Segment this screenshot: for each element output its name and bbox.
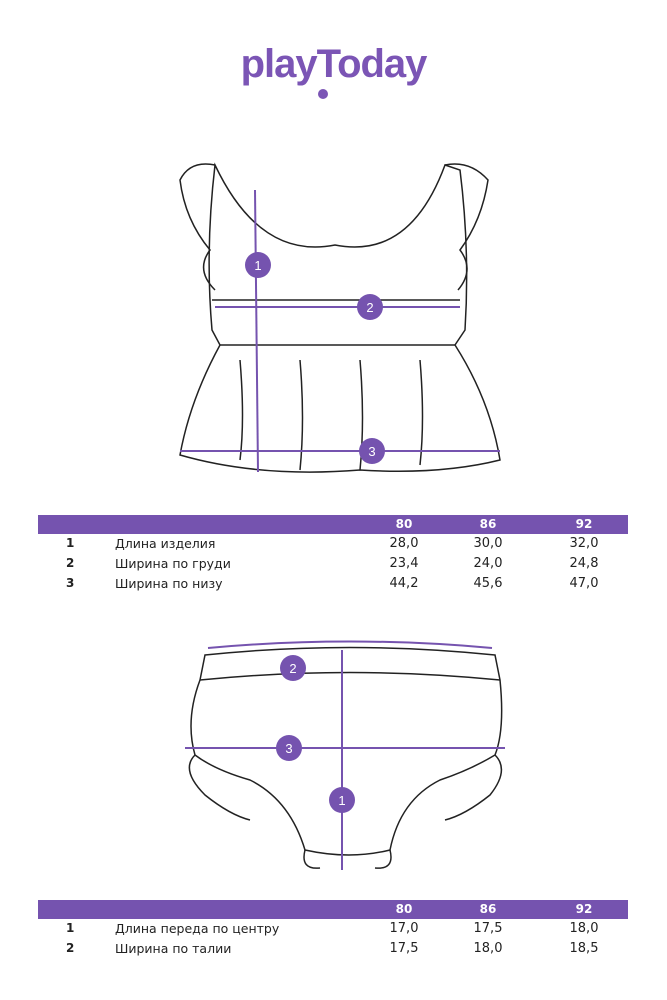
table-row: 2 Ширина по груди 23,4 24,0 24,8: [38, 554, 628, 574]
cell-value: 24,8: [569, 556, 599, 571]
cell-value: 17,5: [473, 921, 503, 936]
svg-text:3: 3: [368, 444, 375, 459]
cell-value: 18,0: [473, 941, 503, 956]
row-label: Ширина по низу: [115, 576, 223, 591]
size-header: 92: [575, 902, 593, 916]
cell-value: 32,0: [569, 536, 599, 551]
cell-value: 24,0: [473, 556, 503, 571]
svg-text:2: 2: [289, 661, 296, 676]
size-header: 86: [479, 517, 497, 531]
size-header: 86: [479, 902, 497, 916]
svg-text:2: 2: [366, 300, 373, 315]
table-row: 1 Длина переда по центру 17,0 17,5 18,0: [38, 919, 628, 939]
cell-value: 17,5: [389, 941, 419, 956]
measure-marker-1: 1: [245, 252, 271, 278]
size-header: 92: [575, 517, 593, 531]
table-header: 80 86 92: [38, 900, 628, 919]
row-label: Ширина по талии: [115, 941, 232, 956]
row-label: Длина изделия: [115, 536, 216, 551]
measure-marker-1: 1: [329, 787, 355, 813]
row-number: 1: [66, 921, 75, 935]
cell-value: 18,5: [569, 941, 599, 956]
top-garment-diagram: 1 2 3: [179, 162, 501, 473]
size-header: 80: [395, 902, 413, 916]
table-header: 80 86 92: [38, 515, 628, 534]
cell-value: 23,4: [389, 556, 419, 571]
cell-value: 18,0: [569, 921, 599, 936]
table-row: 3 Ширина по низу 44,2 45,6 47,0: [38, 574, 628, 594]
cell-value: 45,6: [473, 576, 503, 591]
row-number: 1: [66, 536, 75, 550]
brand-logo: playToday: [240, 42, 428, 86]
cell-value: 30,0: [473, 536, 503, 551]
row-label: Ширина по груди: [115, 556, 231, 571]
measure-marker-3: 3: [276, 735, 302, 761]
cell-value: 44,2: [389, 576, 419, 591]
row-number: 3: [66, 576, 75, 590]
row-number: 2: [66, 556, 75, 570]
size-header: 80: [395, 517, 413, 531]
bottom-garment-diagram: 2 3 1: [185, 640, 505, 870]
row-number: 2: [66, 941, 75, 955]
measure-marker-3: 3: [359, 438, 385, 464]
svg-text:1: 1: [254, 258, 261, 273]
bottom-size-table: 80 86 92 1 Длина переда по центру 17,0 17,5…: [38, 900, 628, 959]
logo-dot: [318, 89, 328, 99]
measure-marker-2: 2: [357, 294, 383, 320]
cell-value: 17,0: [389, 921, 419, 936]
svg-text:1: 1: [338, 793, 345, 808]
svg-text:3: 3: [285, 741, 292, 756]
cell-value: 47,0: [569, 576, 599, 591]
cell-value: 28,0: [389, 536, 419, 551]
table-row: 1 Длина изделия 28,0 30,0 32,0: [38, 534, 628, 554]
measure-marker-2: 2: [280, 655, 306, 681]
row-label: Длина переда по центру: [115, 921, 280, 936]
table-row: 2 Ширина по талии 17,5 18,0 18,5: [38, 939, 628, 959]
